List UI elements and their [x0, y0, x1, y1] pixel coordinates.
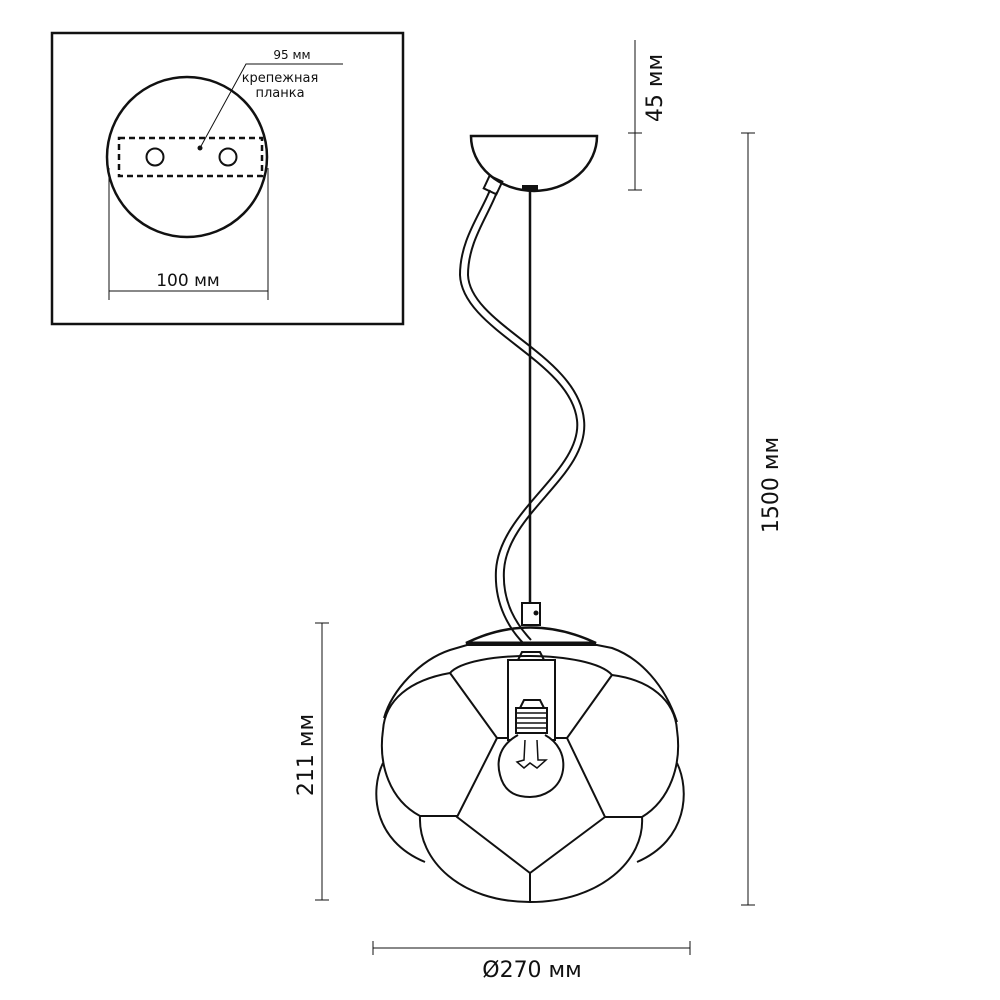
inset-frame [50, 31, 405, 326]
shade-top-plate [465, 626, 597, 645]
plate-label-line1: крепежная [242, 71, 319, 86]
power-cable [458, 174, 586, 646]
shade-height-label: 211 мм [294, 714, 319, 796]
shade-diameter-label: Ø270 мм [482, 958, 582, 983]
mounting-plate [117, 136, 264, 178]
bulb-base [515, 707, 548, 734]
canopy-diameter-label: 100 мм [156, 271, 220, 291]
glass-shade [375, 644, 685, 904]
screw-hole-right [218, 147, 238, 167]
pendant-lamp [375, 134, 685, 904]
canopy-height-label: 45 мм [643, 54, 668, 122]
dimension-lines [315, 40, 755, 955]
total-height-label: 1500 мм [759, 437, 784, 533]
light-bulb [497, 734, 565, 799]
canopy-circle [105, 75, 269, 239]
canopy-inset [50, 31, 405, 326]
plate-width-label: 95 мм [273, 48, 310, 62]
leader-line [199, 63, 343, 149]
screw-hole-left [145, 147, 165, 167]
ceiling-canopy [469, 134, 599, 193]
width-dimension-line [108, 168, 269, 300]
plate-label-line2: планка [255, 86, 304, 101]
cord-grip [521, 602, 541, 626]
